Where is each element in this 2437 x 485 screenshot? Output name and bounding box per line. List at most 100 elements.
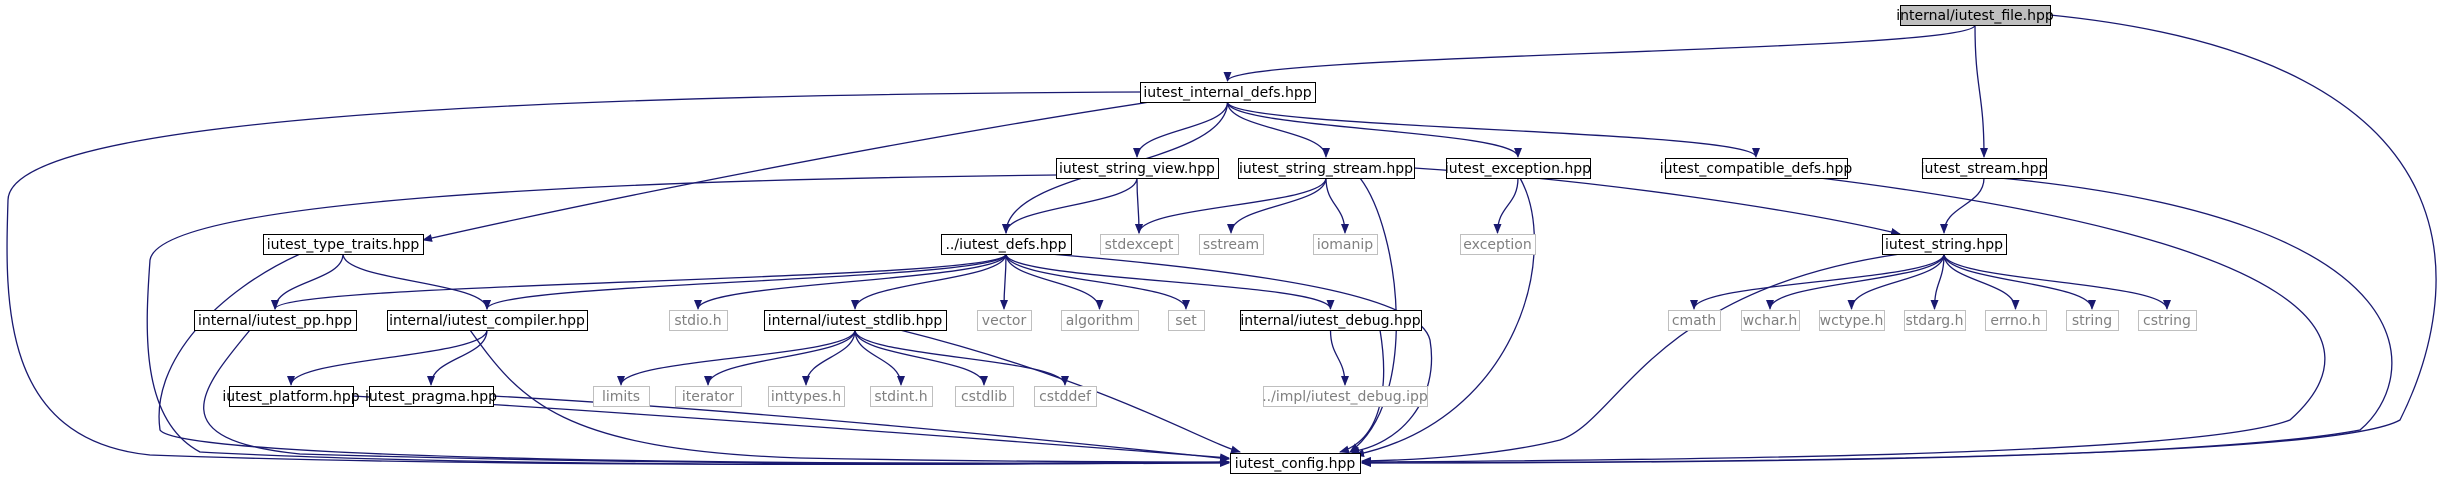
node-type_traits[interactable]: iutest_type_traits.hpp <box>263 234 424 255</box>
edge-internal_defs-to-config <box>6 91 1230 468</box>
edge-internal_defs-to-type_traits <box>422 101 1151 242</box>
node-label: cstddef <box>1039 389 1092 405</box>
node-box <box>1922 158 2047 179</box>
node-defs[interactable]: ../iutest_defs.hpp <box>941 234 1072 255</box>
node-box <box>669 310 728 331</box>
node-label: ../iutest_defs.hpp <box>945 237 1066 253</box>
node-box <box>2138 310 2197 331</box>
node-box <box>1238 158 1415 179</box>
node-pragma[interactable]: iutest_pragma.hpp <box>365 386 497 407</box>
node-config[interactable]: iutest_config.hpp <box>1230 453 1361 474</box>
node-label: string <box>2072 313 2112 329</box>
node-vector: vector <box>977 310 1032 331</box>
node-label: internal/iutest_file.hpp <box>1896 8 2054 24</box>
node-box <box>593 386 650 407</box>
edge-file-to-internal_defs <box>1223 24 1976 82</box>
edge-string_view-to-defs <box>1002 177 1138 234</box>
node-string_hpp[interactable]: iutest_string.hpp <box>1882 234 2007 255</box>
node-box <box>1665 158 1848 179</box>
node-platform[interactable]: iutest_platform.hpp <box>222 386 360 407</box>
node-label: stdio.h <box>674 313 721 329</box>
node-box <box>1061 310 1139 331</box>
node-box <box>229 386 354 407</box>
node-box <box>1240 310 1422 331</box>
node-stdexcept: stdexcept <box>1100 234 1179 255</box>
edge-compiler-to-config <box>469 329 1230 466</box>
edge-string_stream-to-sstream <box>1227 177 1327 234</box>
node-box <box>1263 386 1428 407</box>
edges <box>6 14 2437 468</box>
node-label: wchar.h <box>1743 313 1797 329</box>
node-box <box>1882 234 2007 255</box>
node-algorithm: algorithm <box>1061 310 1139 331</box>
node-box <box>1668 310 1721 331</box>
node-compatible_defs[interactable]: iutest_compatible_defs.hpp <box>1660 158 1853 179</box>
edge-string_stream-to-stdexcept <box>1135 177 1327 234</box>
node-debug_ipp: ../impl/iutest_debug.ipp <box>1262 386 1428 407</box>
edge-compiler-to-pragma <box>427 329 488 386</box>
node-label: iutest_internal_defs.hpp <box>1143 85 1311 101</box>
node-label: cstdlib <box>961 389 1007 405</box>
edge-defs-to-stdlib_hpp <box>851 253 1007 310</box>
node-label: iutest_platform.hpp <box>222 389 359 405</box>
node-label: internal/iutest_pp.hpp <box>198 313 352 329</box>
node-label: cstring <box>2143 313 2191 329</box>
edge-type_traits-to-config <box>158 253 1230 467</box>
edge-type_traits-to-pp <box>271 253 344 310</box>
node-exception_h: exception <box>1460 234 1536 255</box>
node-box <box>764 310 947 331</box>
node-label: errno.h <box>1990 313 2040 329</box>
node-cmath: cmath <box>1668 310 1721 331</box>
edge-stdlib_hpp-to-config <box>899 329 1241 454</box>
node-pp[interactable]: internal/iutest_pp.hpp <box>194 310 357 331</box>
node-box <box>1034 386 1097 407</box>
node-label: stdint.h <box>874 389 927 405</box>
node-label: vector <box>982 313 1027 329</box>
edge-defs-to-stdio <box>694 253 1007 310</box>
node-label: iutest_config.hpp <box>1235 456 1356 472</box>
node-exception[interactable]: iutest_exception.hpp <box>1445 158 1591 179</box>
node-limits: limits <box>593 386 650 407</box>
edge-string_hpp-to-wctype <box>1847 253 1945 310</box>
edge-debug-to-config <box>1339 329 1385 454</box>
node-box <box>1313 234 1378 255</box>
edge-string_view-to-config <box>146 174 1230 467</box>
node-label: set <box>1175 313 1197 329</box>
node-iterator: iterator <box>675 386 742 407</box>
node-stdlib_hpp[interactable]: internal/iutest_stdlib.hpp <box>764 310 947 331</box>
node-label: exception <box>1463 237 1531 253</box>
node-label: internal/iutest_debug.hpp <box>1240 313 1420 329</box>
node-debug[interactable]: internal/iutest_debug.hpp <box>1240 310 1422 331</box>
node-label: iutest_pragma.hpp <box>365 389 497 405</box>
node-box <box>1741 310 1800 331</box>
node-internal_defs[interactable]: iutest_internal_defs.hpp <box>1140 82 1316 103</box>
node-stdint: stdint.h <box>870 386 933 407</box>
node-label: iutest_string_view.hpp <box>1059 161 1215 177</box>
node-label: iterator <box>682 389 734 405</box>
node-label: stdarg.h <box>1906 313 1964 329</box>
node-box <box>263 234 424 255</box>
node-box <box>675 386 742 407</box>
edge-type_traits-to-compiler <box>342 253 491 310</box>
node-stream[interactable]: iutest_stream.hpp <box>1921 158 2048 179</box>
node-compiler[interactable]: internal/iutest_compiler.hpp <box>387 310 588 331</box>
node-cstddef: cstddef <box>1034 386 1097 407</box>
edge-internal_defs-to-compatible_defs <box>1226 101 1760 158</box>
edge-stdlib_hpp-to-cstdlib <box>854 329 988 386</box>
edge-debug-to-debug_ipp <box>1329 329 1349 386</box>
node-box <box>194 310 357 331</box>
edge-internal_defs-to-string_stream <box>1226 101 1330 158</box>
node-box <box>1230 453 1361 474</box>
node-label: wctype.h <box>1820 313 1884 329</box>
node-cstdlib: cstdlib <box>955 386 1014 407</box>
edge-internal_defs-to-string_view <box>1133 101 1229 158</box>
node-wctype: wctype.h <box>1819 310 1885 331</box>
node-string_stream[interactable]: iutest_string_stream.hpp <box>1238 158 1415 179</box>
node-box <box>1100 234 1179 255</box>
node-box <box>1140 82 1316 103</box>
node-box <box>977 310 1032 331</box>
node-box <box>1460 234 1536 255</box>
edge-exception-to-config <box>1354 177 1536 458</box>
node-string_view[interactable]: iutest_string_view.hpp <box>1056 158 1219 179</box>
node-file[interactable]: internal/iutest_file.hpp <box>1896 5 2054 26</box>
